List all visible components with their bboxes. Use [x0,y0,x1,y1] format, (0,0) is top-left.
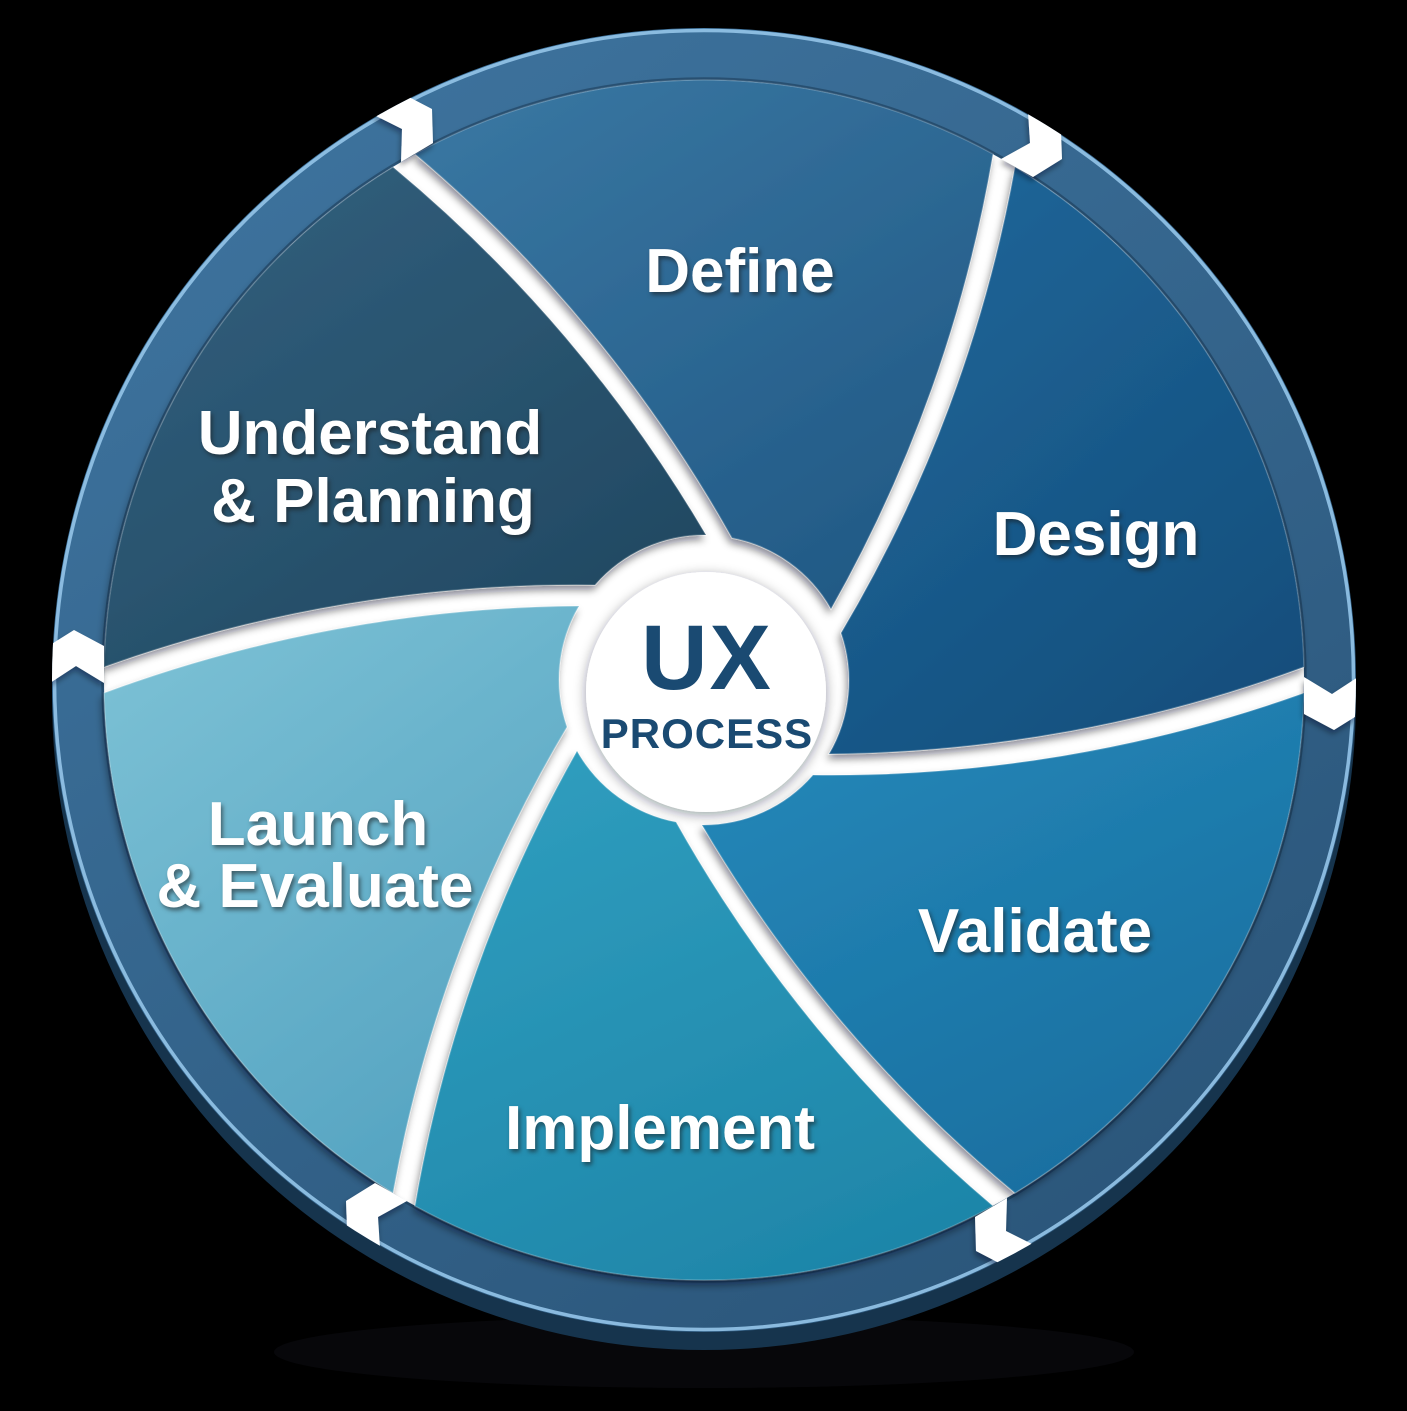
segment-define [413,79,994,611]
segment-design [827,165,1305,755]
segments-group [103,79,1305,1281]
chevron-left-icon [52,630,104,683]
flow-chevrons [52,96,1356,1264]
center-subtitle: PROCESS [601,710,813,757]
segment-label-implement: Implement [505,1094,815,1163]
segment-launch-evaluate-blade [414,749,995,1281]
segment-label-understand-line1: Understand [198,399,542,468]
center-circle [586,572,826,812]
segment-label-launch-line2: & Evaluate [156,852,473,921]
chevron-right-icon [1304,677,1356,730]
center-title: UX [641,607,773,709]
chevron-top-left-icon [374,96,433,162]
segment-understand [103,166,708,669]
segment-label-launch-line1: Launch [208,790,428,859]
segment-validate [700,691,1305,1194]
segment-label-understand-line2: & Planning [211,467,535,536]
chevron-bottom-left-icon [346,1183,407,1248]
segment-label-design: Design [993,500,1200,569]
segment-label-validate: Validate [918,897,1152,966]
segment-launch [103,605,581,1195]
chevron-top-right-icon [1001,112,1062,177]
segment-label-define: Define [645,237,834,306]
chevron-bottom-right-icon [975,1198,1034,1264]
ground-shadow [274,1316,1134,1388]
